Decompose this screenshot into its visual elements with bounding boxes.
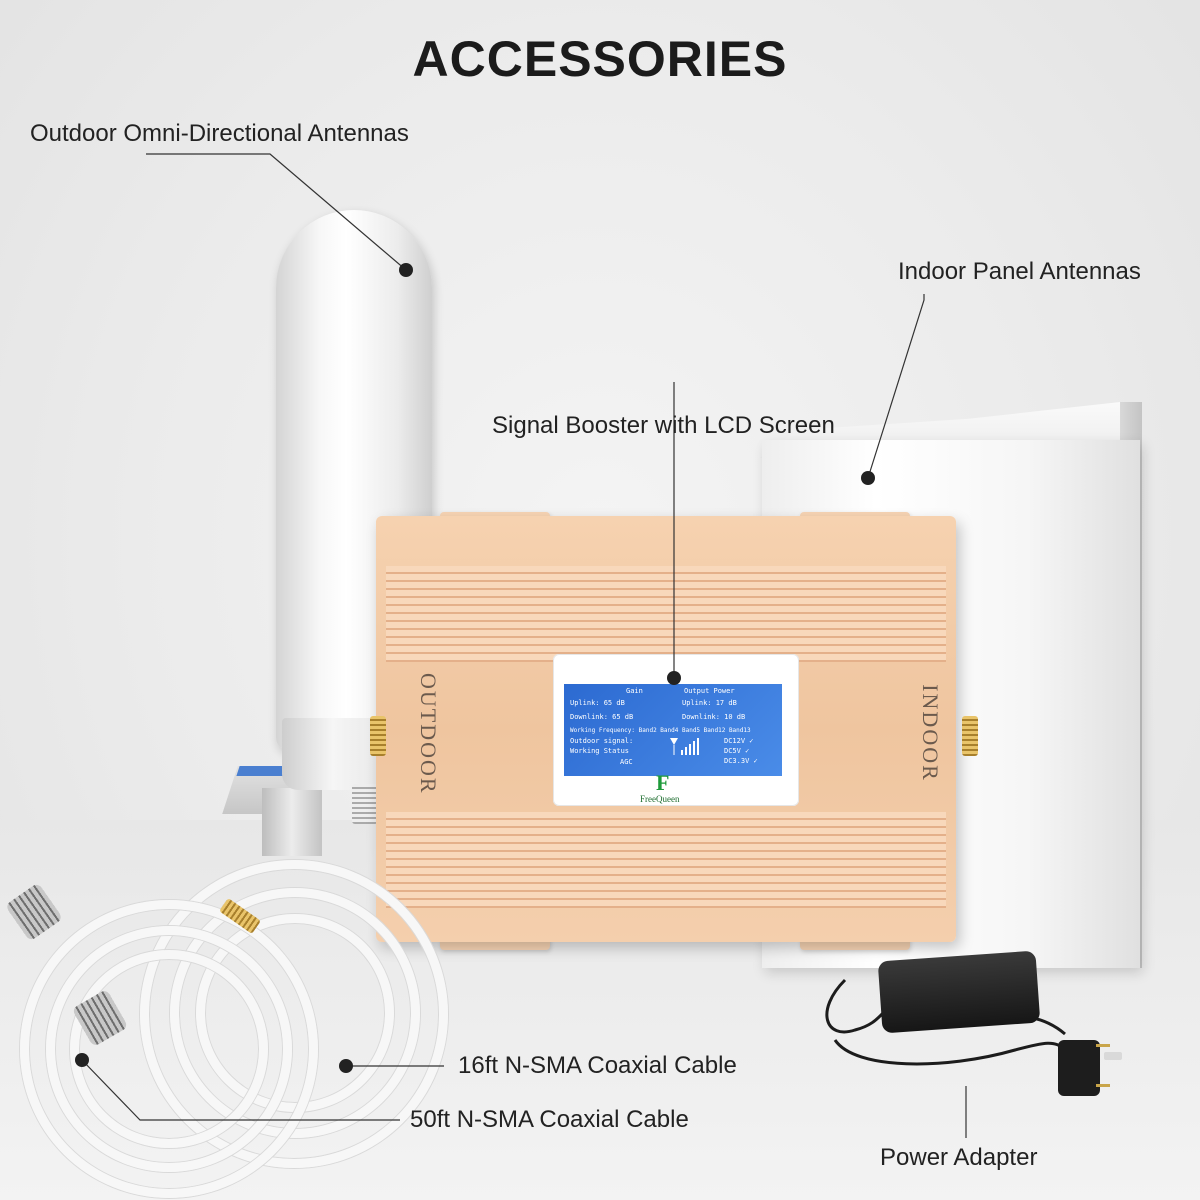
lcd-outdoor-signal: Outdoor signal: xyxy=(570,737,634,745)
callout-dot-16ft xyxy=(339,1059,353,1073)
plug-prong-bottom xyxy=(1096,1084,1110,1087)
mount-post xyxy=(262,788,322,856)
signal-bars-icon xyxy=(670,738,699,755)
page-title: ACCESSORIES xyxy=(412,31,788,87)
callout-dot-50ft xyxy=(75,1053,89,1067)
booster-bottom-fins xyxy=(386,812,946,908)
lcd-gain-header: Gain xyxy=(626,687,643,695)
cable-50ft-label: 50ft N-SMA Coaxial Cable xyxy=(410,1106,689,1133)
outdoor-sma-port xyxy=(370,716,386,756)
plug-prong-top xyxy=(1096,1044,1110,1047)
lcd-uplink-power: Uplink: 17 dB xyxy=(682,699,737,707)
cable-coil-50ft-outer xyxy=(20,900,318,1198)
indoor-antenna-label: Indoor Panel Antennas xyxy=(898,258,1141,285)
power-plug xyxy=(1058,1040,1100,1096)
outdoor-antenna-label: Outdoor Omni-Directional Antennas xyxy=(30,120,409,147)
brand-name: FreeQueen xyxy=(640,794,680,804)
lcd-uplink-gain: Uplink: 65 dB xyxy=(570,699,625,707)
cable-coil-50ft-mid xyxy=(46,926,292,1172)
lcd-working-status: Working Status xyxy=(570,747,630,755)
lcd-dc12v: DC12V ✓ xyxy=(724,737,754,745)
lcd-downlink-gain: Downlink: 65 dB xyxy=(570,713,634,721)
callout-dot-indoor xyxy=(861,471,875,485)
callout-dot-outdoor xyxy=(399,263,413,277)
booster-top-fins xyxy=(386,566,946,662)
omni-antenna-connector xyxy=(352,784,378,824)
booster-label: Signal Booster with LCD Screen xyxy=(492,412,835,439)
callout-dot-booster xyxy=(667,671,681,685)
lcd-downlink-power: Downlink: 10 dB xyxy=(682,713,746,721)
dc-jack xyxy=(1104,1052,1122,1060)
cable-16ft-label: 16ft N-SMA Coaxial Cable xyxy=(458,1052,737,1079)
lcd-dc33v: DC3.3V ✓ xyxy=(724,757,758,765)
lcd-dc5v: DC5V ✓ xyxy=(724,747,750,755)
lcd-working-frequency: Working Frequency: Band2 Band4 Band5 Ban… xyxy=(570,727,751,734)
lcd-screen: Gain Output Power Uplink: 65 dB Uplink: … xyxy=(564,684,782,776)
power-adapter-label: Power Adapter xyxy=(880,1144,1038,1171)
lcd-agc: AGC xyxy=(620,758,633,766)
lcd-output-header: Output Power xyxy=(684,687,735,695)
brand-logo-icon: F xyxy=(656,770,670,795)
indoor-sma-port xyxy=(962,716,978,756)
cable-coil-50ft-inner xyxy=(70,950,268,1148)
